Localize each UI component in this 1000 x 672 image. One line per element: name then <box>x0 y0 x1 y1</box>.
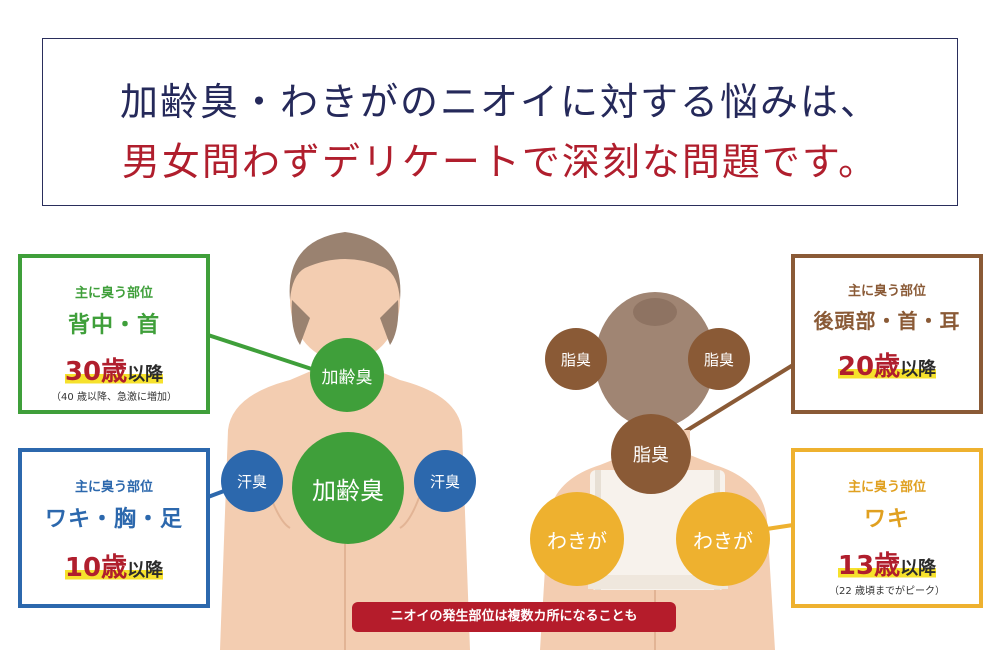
armpit-right-wakiga-circle: わきが <box>676 492 770 586</box>
connector-kareishu <box>207 333 331 377</box>
wakiga-info-box: 主に臭う部位 ワキ 13歳以降 （22 歳頃までがピーク） <box>791 448 983 608</box>
headline-line-1: 加齢臭・わきがのニオイに対する悩みは、 <box>119 80 880 124</box>
kareishu-age: 30歳以降 <box>64 351 164 388</box>
aburashu-info-box: 主に臭う部位 後頭部・首・耳 20歳以降 <box>791 254 983 414</box>
headline-line-2: 男女問わずデリケートで深刻な問題です。 <box>121 140 879 184</box>
multiple-locations-banner: ニオイの発生部位は複数カ所になることも <box>352 602 676 632</box>
wakiga-parts: ワキ <box>863 507 910 532</box>
aseshu-age: 10歳以降 <box>64 547 164 584</box>
nape-aburashu-circle: 脂臭 <box>611 414 691 494</box>
right-armpit-aseshu-circle: 汗臭 <box>414 450 476 512</box>
kareishu-parts: 背中・首 <box>67 313 160 338</box>
neck-kareishu-circle: 加齢臭 <box>310 338 384 412</box>
kareishu-label: 主に臭う部位 <box>74 286 153 301</box>
headline-box: 加齢臭・わきがのニオイに対する悩みは、 男女問わずデリケートで深刻な問題です。 <box>42 38 958 206</box>
wakiga-label: 主に臭う部位 <box>847 480 926 495</box>
head-left-aburashu-circle: 脂臭 <box>545 328 607 390</box>
aseshu-parts: ワキ・胸・足 <box>44 507 183 532</box>
aburashu-age: 20歳以降 <box>837 346 937 383</box>
aburashu-parts: 後頭部・首・耳 <box>813 309 961 333</box>
aseshu-info-box: 主に臭う部位 ワキ・胸・足 10歳以降 <box>18 448 210 608</box>
wakiga-age: 13歳以降 <box>837 545 937 582</box>
kareishu-note: （40 歳以降、急激に増加） <box>51 392 177 403</box>
kareishu-info-box: 主に臭う部位 背中・首 30歳以降 （40 歳以降、急激に増加） <box>18 254 210 414</box>
wakiga-note: （22 歳頃までがピーク） <box>829 586 945 597</box>
aburashu-label: 主に臭う部位 <box>847 284 926 299</box>
head-right-aburashu-circle: 脂臭 <box>688 328 750 390</box>
aseshu-label: 主に臭う部位 <box>74 480 153 495</box>
armpit-left-wakiga-circle: わきが <box>530 492 624 586</box>
left-armpit-aseshu-circle: 汗臭 <box>221 450 283 512</box>
back-kareishu-circle: 加齢臭 <box>292 432 404 544</box>
